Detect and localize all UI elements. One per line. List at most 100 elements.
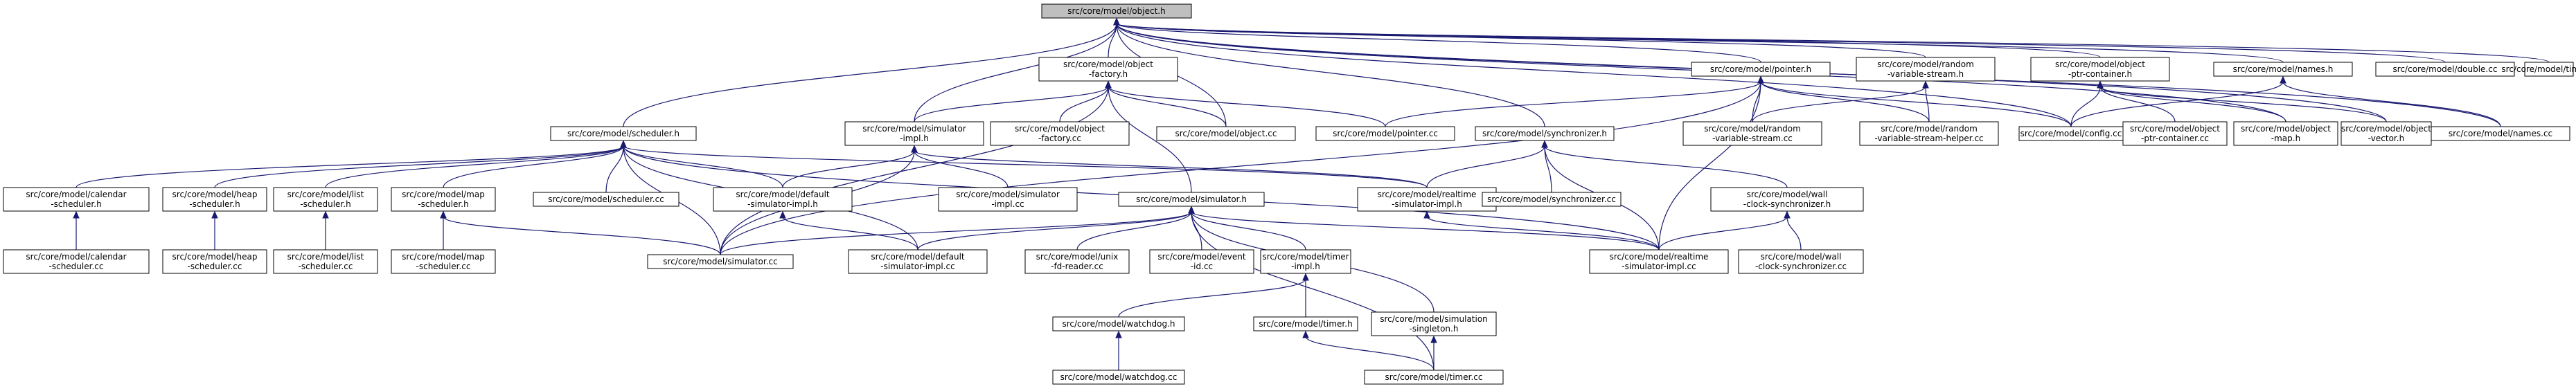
node-box — [391, 249, 496, 274]
node-object-map-h[interactable]: src/core/model/object-map.h — [2233, 121, 2338, 146]
node-label: -simulator-impl.h — [747, 199, 818, 209]
arrowhead — [1302, 273, 1309, 281]
node-label: src/core/model/list — [287, 252, 364, 262]
arrowhead — [1922, 80, 1929, 89]
node-label: src/core/model/wall — [1761, 252, 1842, 262]
node-label: -scheduler.h — [300, 199, 350, 209]
edge-object_factory_h-to-simulator_cc — [720, 80, 1112, 255]
node-label: -impl.cc — [991, 199, 1024, 209]
node-scheduler-h[interactable]: src/core/model/scheduler.h — [550, 126, 697, 141]
node-label: src/core/model/default — [736, 190, 830, 199]
edge-synchronizer_h-to-wall_sync_h — [1541, 140, 1788, 188]
node-label: src/core/model/object — [2130, 124, 2220, 134]
node-label: -scheduler.cc — [416, 262, 471, 271]
node-label: src/core/model/pointer.cc — [1333, 129, 1438, 138]
node-config-cc[interactable]: src/core/model/config.cc — [2018, 126, 2124, 141]
node-box — [2122, 121, 2228, 146]
node-timer-impl-h[interactable]: src/core/model/timer-impl.h — [1260, 249, 1351, 274]
node-random-vs-cc[interactable]: src/core/model/random-variable-stream.cc — [1682, 121, 1822, 146]
node-label: -impl.h — [1291, 262, 1320, 271]
node-label: src/core/model/object — [1063, 60, 1153, 69]
node-label: src/core/model/list — [287, 190, 364, 199]
node-box — [844, 121, 984, 146]
node-box — [1024, 249, 1130, 274]
arrowhead — [779, 210, 786, 219]
node-sim-singleton-h[interactable]: src/core/model/simulation-singleton.h — [1371, 311, 1497, 336]
node-realtime-impl-h[interactable]: src/core/model/realtime-simulator-impl.h — [1357, 187, 1497, 212]
node-random-vs-helper-cc[interactable]: src/core/model/random-variable-stream-he… — [1859, 121, 1999, 146]
node-box — [647, 254, 794, 269]
node-sim-impl-cc[interactable]: src/core/model/simulator-impl.cc — [938, 187, 1078, 212]
node-label: -variable-stream.h — [1887, 69, 1964, 79]
edge-optr_container_h-to-config_cc — [2070, 80, 2104, 127]
node-pointer-cc[interactable]: src/core/model/pointer.cc — [1315, 126, 1455, 141]
node-watchdog-cc[interactable]: src/core/model/watchdog.cc — [1052, 370, 1185, 385]
node-label: -variable-stream-helper.cc — [1874, 134, 1983, 143]
edge-wall_sync_h-to-realtime_impl_cc — [1658, 210, 1791, 251]
node-calendar-cc[interactable]: src/core/model/calendar-scheduler.cc — [3, 249, 150, 274]
node-label: -map.h — [2271, 134, 2300, 143]
node-optr-container-cc[interactable]: src/core/model/object-ptr-container.cc — [2122, 121, 2228, 146]
arrowhead — [440, 210, 447, 219]
node-box — [1738, 249, 1864, 274]
node-label: src/core/model/map — [402, 190, 485, 199]
node-synchronizer-cc[interactable]: src/core/model/synchronizer.cc — [1482, 192, 1622, 207]
node-label: -singleton.h — [1410, 324, 1459, 334]
node-timer-cc[interactable]: src/core/model/timer.cc — [1364, 370, 1504, 385]
node-calendar-h[interactable]: src/core/model/calendar-scheduler.h — [3, 187, 150, 212]
node-label: -scheduler.h — [51, 199, 101, 209]
node-label: -scheduler.cc — [188, 262, 242, 271]
node-label: src/core/model/names.h — [2233, 64, 2334, 74]
node-synchronizer-h[interactable]: src/core/model/synchronizer.h — [1475, 126, 1615, 141]
edge-simulator_h-to-default_impl_cc — [917, 206, 1195, 251]
node-object-vector-h[interactable]: src/core/model/object-vector.h — [2340, 121, 2432, 146]
node-list-h[interactable]: src/core/model/list-scheduler.h — [273, 187, 378, 212]
node-label: -factory.h — [1089, 69, 1128, 79]
node-object-cc[interactable]: src/core/model/object.cc — [1156, 126, 1296, 141]
edge-timer_h-to-timer_cc — [1302, 330, 1434, 371]
node-names-cc[interactable]: src/core/model/names.cc — [2431, 126, 2570, 141]
node-time-cc[interactable]: src/core/model/time.cc — [2501, 62, 2576, 77]
node-event-id-cc[interactable]: src/core/model/event-id.cc — [1149, 249, 1254, 274]
node-simulator-cc[interactable]: src/core/model/simulator.cc — [647, 254, 794, 269]
node-box — [1041, 3, 1192, 19]
node-map-cc[interactable]: src/core/model/map-scheduler.cc — [391, 249, 496, 274]
node-optr-container-h[interactable]: src/core/model/object-ptr-container.h — [2030, 57, 2170, 82]
node-pointer-h[interactable]: src/core/model/pointer.h — [1691, 62, 1831, 77]
arrowhead — [1784, 210, 1791, 219]
edge-object_h-to-names_h — [1113, 17, 2284, 63]
edge-simulator_h-to-unix_fd_cc — [1076, 206, 1195, 251]
node-label: -simulator-impl.cc — [1622, 262, 1696, 271]
node-box — [3, 187, 150, 212]
edge-list_h-to-list_cc — [322, 210, 329, 250]
node-timer-h[interactable]: src/core/model/timer.h — [1253, 316, 1358, 331]
node-realtime-impl-cc[interactable]: src/core/model/realtime-simulator-impl.c… — [1589, 249, 1729, 274]
node-sim-impl-h[interactable]: src/core/model/simulator-impl.h — [844, 121, 984, 146]
edge-sim_singleton_h-to-timer_cc — [1430, 335, 1437, 370]
node-wall-sync-h[interactable]: src/core/model/wall-clock-synchronizer.h — [1710, 187, 1864, 212]
node-random-vs-h[interactable]: src/core/model/random-variable-stream.h — [1856, 57, 1996, 82]
node-box — [162, 249, 267, 274]
node-box — [2375, 62, 2515, 77]
node-double-cc[interactable]: src/core/model/double.cc — [2375, 62, 2515, 77]
node-default-impl-cc[interactable]: src/core/model/default-simulator-impl.cc — [848, 249, 988, 274]
node-heap-h[interactable]: src/core/model/heap-scheduler.h — [162, 187, 267, 212]
node-label: -clock-synchronizer.cc — [1755, 262, 1847, 271]
node-object-factory-h[interactable]: src/core/model/object-factory.h — [1038, 57, 1178, 82]
node-watchdog-h[interactable]: src/core/model/watchdog.h — [1052, 316, 1185, 331]
node-label: src/core/model/simulation — [1380, 314, 1488, 324]
arrowhead — [1757, 75, 1764, 84]
node-scheduler-cc[interactable]: src/core/model/scheduler.cc — [533, 192, 679, 207]
node-heap-cc[interactable]: src/core/model/heap-scheduler.cc — [162, 249, 267, 274]
node-names-h[interactable]: src/core/model/names.h — [2213, 62, 2353, 77]
node-box — [1691, 62, 1831, 77]
node-simulator-h[interactable]: src/core/model/simulator.h — [1118, 192, 1265, 207]
node-object-factory-cc[interactable]: src/core/model/object-factory.cc — [990, 121, 1130, 146]
node-label: src/core/model/random — [1877, 60, 1974, 69]
node-list-cc[interactable]: src/core/model/list-scheduler.cc — [273, 249, 378, 274]
node-wall-sync-cc[interactable]: src/core/model/wall-clock-synchronizer.c… — [1738, 249, 1864, 274]
node-unix-fd-cc[interactable]: src/core/model/unix-fd-reader.cc — [1024, 249, 1130, 274]
node-default-impl-h[interactable]: src/core/model/default-simulator-impl.h — [713, 187, 853, 212]
node-map-h[interactable]: src/core/model/map-scheduler.h — [391, 187, 496, 212]
edge-scheduler_h-to-heap_h — [214, 140, 627, 188]
